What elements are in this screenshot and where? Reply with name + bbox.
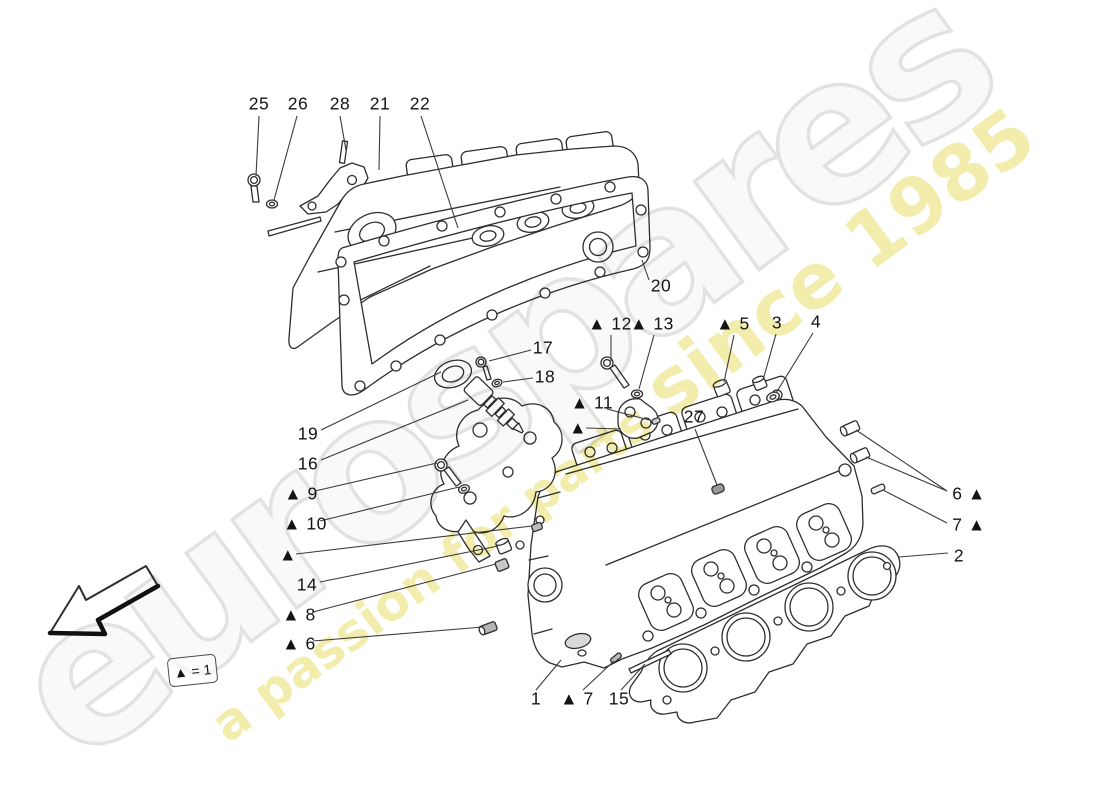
part-label-5: ▲ 5 bbox=[716, 313, 750, 334]
legend-text: ▲ = 1 bbox=[172, 660, 213, 681]
valve-cover-gasket-drawing bbox=[335, 175, 651, 396]
leader-line bbox=[898, 552, 949, 558]
pin-7-bottom-drawing bbox=[609, 652, 623, 664]
part-label-19: 19 bbox=[297, 423, 319, 444]
head-gasket-drawing bbox=[628, 545, 901, 724]
part-label-4: 4 bbox=[810, 311, 822, 332]
leader-line bbox=[420, 115, 459, 229]
leader-line bbox=[319, 545, 499, 583]
leader-line bbox=[273, 115, 298, 201]
leader-line bbox=[320, 371, 442, 431]
rod-15-drawing bbox=[628, 649, 672, 674]
leader-line bbox=[855, 429, 948, 492]
part-label-22: 22 bbox=[409, 93, 431, 114]
leader-line bbox=[535, 659, 562, 691]
part-label-2: 2 bbox=[953, 545, 965, 566]
bolt-25-drawing bbox=[247, 173, 261, 203]
leader-line bbox=[585, 427, 622, 430]
leader-line bbox=[620, 663, 646, 691]
orientation-arrow-icon bbox=[47, 565, 161, 637]
part-label-triangle: ▲ bbox=[279, 544, 297, 565]
part-label-6: 6 ▲ bbox=[952, 483, 986, 504]
tensioner-drawing bbox=[433, 359, 524, 434]
bracket-28-drawing bbox=[299, 140, 369, 215]
bushing-14-drawing bbox=[495, 537, 513, 555]
leader-lines bbox=[255, 115, 949, 691]
part-label-15: 15 bbox=[608, 688, 630, 709]
leader-line bbox=[314, 462, 438, 492]
bushing-8-drawing bbox=[494, 558, 510, 572]
part-label-7: 7 ▲ bbox=[952, 514, 986, 535]
leader-line bbox=[641, 259, 650, 281]
dowel-6-left-drawing bbox=[478, 621, 498, 636]
cylinder-head-drawing bbox=[515, 375, 864, 669]
part-label-6: ▲ 6 bbox=[282, 633, 316, 654]
part-label-11: ▲ 11 bbox=[570, 392, 614, 413]
leader-line bbox=[694, 428, 718, 486]
leader-line bbox=[295, 525, 533, 555]
leader-line bbox=[339, 115, 347, 151]
pin-7-drawing bbox=[870, 483, 886, 495]
part-label-26: 26 bbox=[287, 93, 309, 114]
leader-line bbox=[502, 377, 534, 383]
legend-box: ▲ = 1 bbox=[166, 653, 219, 688]
washer-10-drawing bbox=[458, 484, 470, 494]
camshaft-bracket-drawing bbox=[430, 397, 563, 563]
bracket-rod-drawing bbox=[267, 216, 322, 237]
part-label-triangle: ▲ bbox=[569, 417, 587, 438]
part-label-9: ▲ 9 bbox=[284, 483, 318, 504]
part-label-25: 25 bbox=[248, 93, 270, 114]
part-label-16: 16 bbox=[297, 453, 319, 474]
leader-line bbox=[882, 489, 948, 524]
leader-line bbox=[582, 660, 615, 691]
part-label-12: ▲ 12 bbox=[588, 313, 632, 334]
bushing-5-drawing bbox=[712, 379, 731, 398]
washer-13-drawing bbox=[630, 389, 644, 399]
leader-line bbox=[312, 563, 497, 613]
dowel-6b-drawing bbox=[849, 447, 871, 464]
washer-4-drawing bbox=[766, 391, 780, 403]
leader-line bbox=[378, 115, 381, 171]
dowel-6-drawing bbox=[839, 420, 861, 437]
leader-line bbox=[312, 626, 484, 642]
part-label-20: 20 bbox=[650, 275, 672, 296]
part-label-3: 3 bbox=[771, 312, 783, 333]
part-label-14: 14 bbox=[296, 574, 318, 595]
part-label-17: 17 bbox=[532, 337, 554, 358]
cam-cap-bracket-drawing bbox=[617, 398, 661, 439]
leader-line bbox=[488, 349, 532, 362]
leader-line bbox=[762, 333, 777, 381]
part-label-18: 18 bbox=[534, 366, 556, 387]
part-label-28: 28 bbox=[329, 93, 351, 114]
part-label-1: 1 bbox=[530, 688, 542, 709]
stud-27-drawing bbox=[711, 483, 725, 495]
leader-line bbox=[319, 486, 460, 522]
watermark-brand: eurospares bbox=[0, 0, 1034, 800]
leader-line bbox=[606, 408, 650, 421]
part-label-21: 21 bbox=[369, 93, 391, 114]
leader-line bbox=[638, 334, 655, 390]
leader-line bbox=[255, 115, 260, 177]
combustion-chamber bbox=[638, 502, 852, 632]
part-label-10: ▲ 10 bbox=[283, 513, 327, 534]
leader-line bbox=[865, 456, 948, 492]
part-label-7: ▲ 7 bbox=[560, 688, 594, 709]
stud-drawing bbox=[531, 521, 543, 533]
leader-line bbox=[775, 332, 814, 394]
part-label-27: 27 bbox=[683, 406, 705, 427]
bolt-17-drawing bbox=[475, 356, 503, 388]
part-label-13: ▲ 13 bbox=[630, 313, 674, 334]
leader-line bbox=[320, 399, 469, 461]
bolt-9-drawing bbox=[434, 458, 462, 487]
part-label-8: ▲ 8 bbox=[282, 604, 316, 625]
leader-line bbox=[723, 334, 735, 383]
bolt-12-drawing bbox=[600, 356, 630, 389]
